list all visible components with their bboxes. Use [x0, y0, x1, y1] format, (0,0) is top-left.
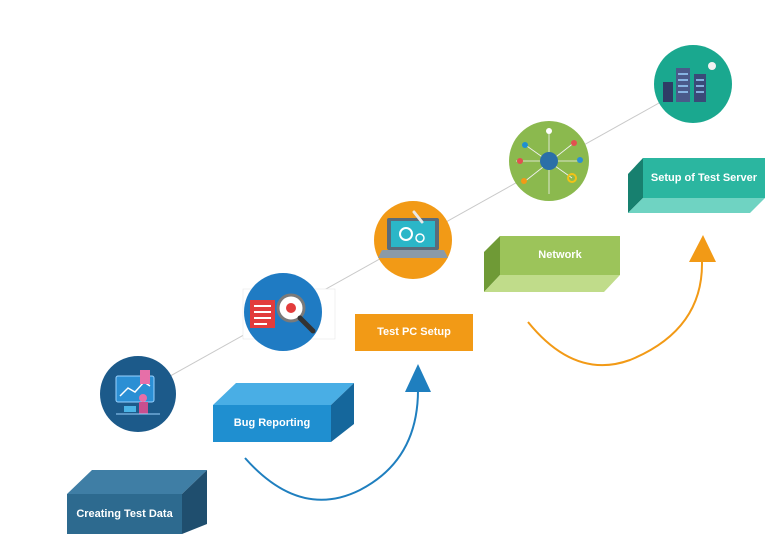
laptop-gear-icon	[374, 201, 452, 279]
step-label-test-pc-setup: Test PC Setup	[377, 326, 451, 338]
step-label-bug-reporting: Bug Reporting	[233, 417, 311, 429]
step-creating-test-data	[67, 356, 207, 534]
step-bug-reporting	[213, 273, 354, 442]
step-label-setup-of-test-server: Setup of Test Server	[650, 172, 758, 184]
step-label-network: Network	[538, 249, 582, 261]
curved-arrow-blue	[244, 364, 431, 501]
step-box-bug-reporting	[213, 383, 354, 442]
step-box-test-pc-setup	[355, 314, 473, 351]
step-network	[484, 121, 620, 292]
step-setup-of-test-server	[628, 45, 765, 213]
step-box-network	[484, 236, 620, 292]
step-box-setup-of-test-server	[628, 158, 765, 213]
data-analysis-icon	[100, 356, 176, 432]
step-label-creating-test-data: Creating Test Data	[76, 508, 173, 520]
step-box-creating-test-data	[67, 470, 207, 534]
step-test-pc-setup	[355, 201, 473, 351]
network-hub-icon	[509, 121, 589, 201]
bug-search-icon	[242, 273, 336, 351]
curved-arrow-orange	[527, 235, 716, 367]
server-rack-icon	[654, 45, 732, 123]
